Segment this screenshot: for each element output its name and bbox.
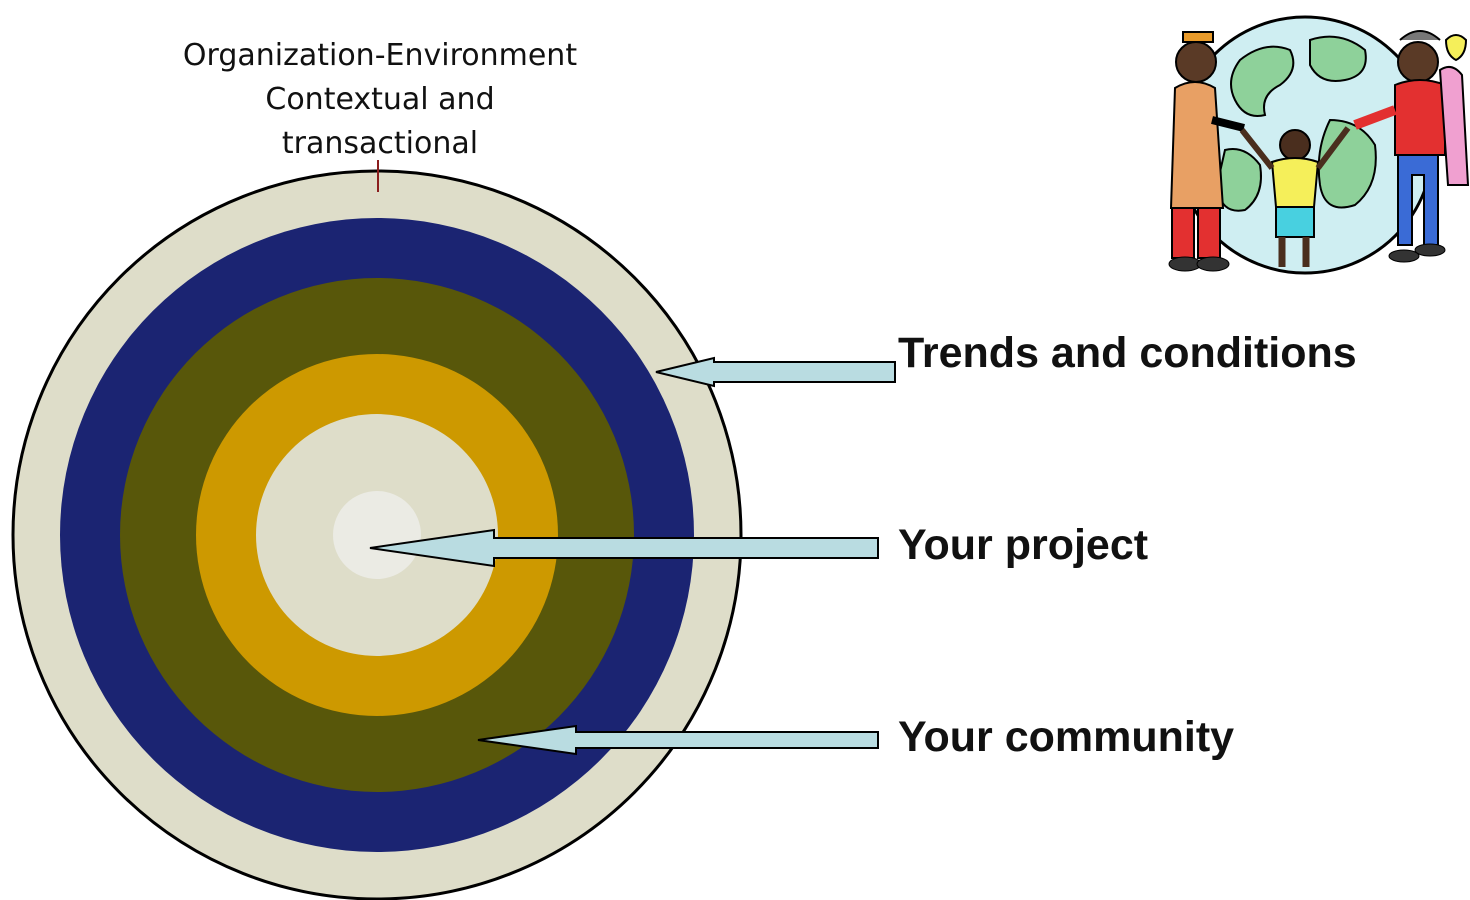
caption-line-1: Organization-Environment: [182, 38, 578, 73]
caption-line-2: Contextual and: [265, 82, 495, 117]
caption-line-3: transactional: [281, 126, 479, 161]
label-trends: Trends and conditions: [898, 329, 1357, 377]
center-disc: [333, 491, 421, 579]
label-project: Your project: [898, 521, 1149, 569]
label-community: Your community: [898, 713, 1235, 761]
people-around-globe-icon: [1168, 15, 1470, 275]
arrow-trends: [655, 356, 896, 388]
arrow-project: [369, 528, 879, 568]
arrow-community: [477, 724, 879, 756]
